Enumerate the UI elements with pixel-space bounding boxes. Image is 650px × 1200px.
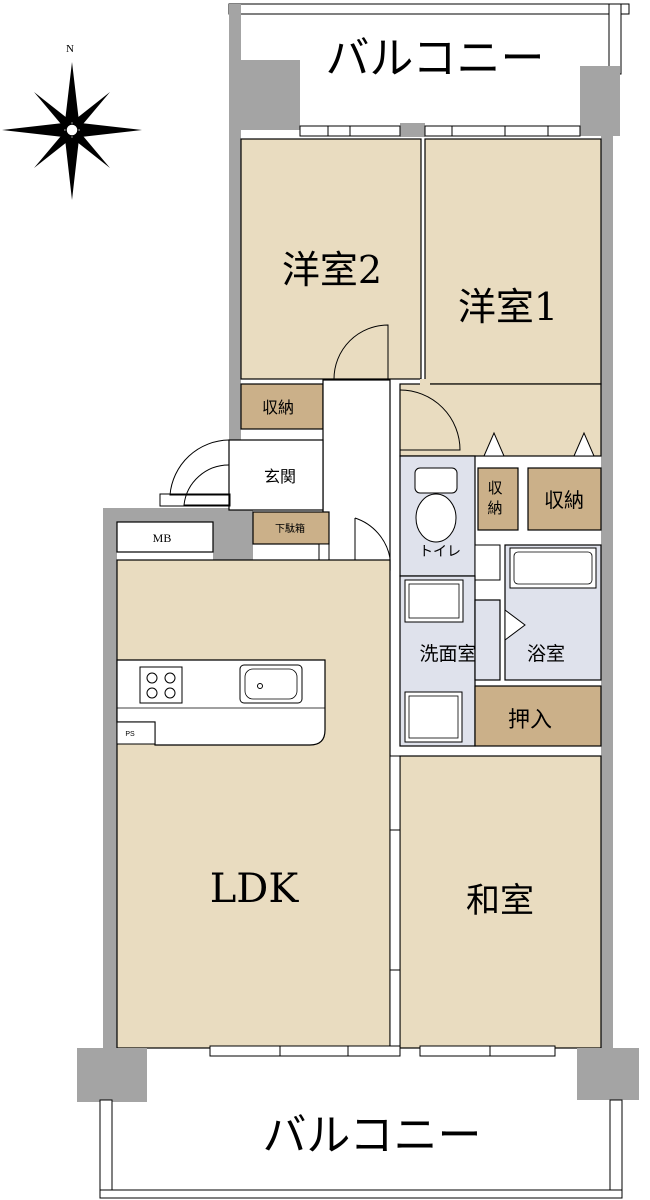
storage-right-label: 収納 <box>544 488 584 512</box>
room-ldk: PS LDK <box>116 559 391 1049</box>
stove-icon <box>139 666 183 704</box>
balcony-bottom: バルコニー <box>77 1045 639 1199</box>
room-western-2-label: 洋室2 <box>282 248 382 292</box>
closet-label: 押入 <box>508 708 552 733</box>
washroom: 洗面室 <box>339 575 501 747</box>
toilet-label: トイレ <box>419 544 461 560</box>
meter-box-label: MB <box>153 531 172 545</box>
outer-walls <box>103 130 613 1050</box>
storage-left: 収納 <box>240 383 324 430</box>
washroom-label: 洗面室 <box>419 643 476 665</box>
room-western-2: 洋室2 <box>240 138 422 380</box>
pipe-space-label: PS <box>125 731 135 738</box>
storage-small-label-2: 納 <box>487 499 502 517</box>
closet: 押入 <box>474 685 602 747</box>
storage-small-label-1: 収 <box>487 479 502 497</box>
room-ldk-label: LDK <box>210 866 300 912</box>
meter-box: MB <box>116 521 214 553</box>
entrance-label: 玄関 <box>264 467 296 486</box>
bathroom: 浴室 <box>504 544 602 681</box>
balcony-top: バルコニー <box>228 3 630 137</box>
room-western-1-label: 洋室1 <box>458 285 558 329</box>
storage-left-label: 収納 <box>262 398 294 417</box>
room-japanese: 和室 <box>389 755 602 1049</box>
storage-small: 収 納 <box>477 467 519 531</box>
room-western-1: 洋室1 <box>399 138 602 457</box>
bathroom-label: 浴室 <box>527 643 565 665</box>
corridor <box>322 379 391 571</box>
shoe-box-label: 下駄箱 <box>275 522 305 535</box>
compass-north-label: N <box>66 43 74 55</box>
balcony-bottom-label: バルコニー <box>262 1110 481 1161</box>
room-japanese-label: 和室 <box>466 881 534 921</box>
entrance: 玄関 <box>159 439 324 511</box>
balcony-top-label: バルコニー <box>325 33 544 84</box>
toilet: トイレ <box>399 455 501 581</box>
sink-icon <box>239 664 303 704</box>
storage-right: 収納 <box>527 467 602 531</box>
compass-icon: N <box>2 43 142 200</box>
